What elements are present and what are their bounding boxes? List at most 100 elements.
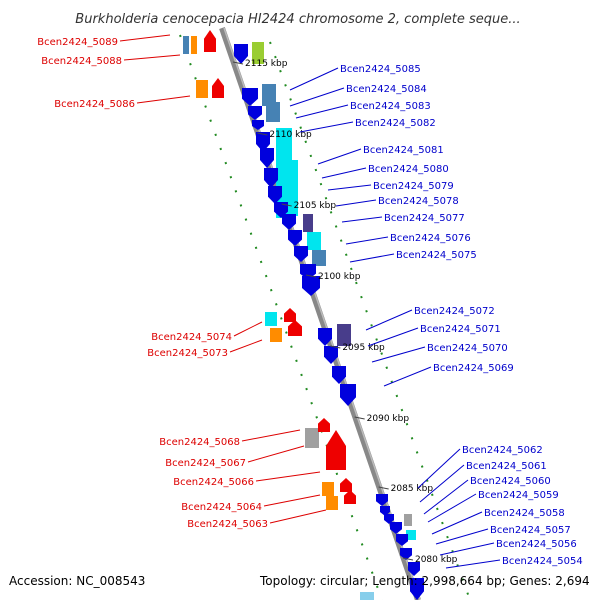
gene-label-Bcen2424_5076[interactable]: Bcen2424_5076 — [390, 233, 471, 244]
gene-label-Bcen2424_5054[interactable]: Bcen2424_5054 — [502, 556, 583, 567]
leader-line — [289, 67, 339, 91]
cog-block — [265, 312, 277, 326]
leader-line — [119, 34, 171, 42]
leader-line — [255, 471, 321, 482]
leader-line — [427, 493, 477, 523]
gene-label-Bcen2424_5074[interactable]: Bcen2424_5074 — [151, 332, 232, 343]
gene-label-Bcen2424_5070[interactable]: Bcen2424_5070 — [427, 343, 508, 354]
reverse-gene-arrow — [408, 562, 420, 576]
reverse-gene-arrow — [318, 328, 332, 346]
gene-label-Bcen2424_5059[interactable]: Bcen2424_5059 — [478, 490, 559, 501]
cog-block — [252, 42, 264, 64]
leader-line — [233, 321, 263, 337]
gene-label-Bcen2424_5056[interactable]: Bcen2424_5056 — [496, 539, 577, 550]
gene-label-Bcen2424_5072[interactable]: Bcen2424_5072 — [414, 306, 495, 317]
cog-block — [326, 496, 338, 510]
cog-block — [266, 102, 280, 122]
gene-label-Bcen2424_5068[interactable]: Bcen2424_5068 — [159, 437, 240, 448]
leader-line — [417, 448, 461, 489]
leader-line — [383, 366, 432, 387]
reverse-gene-arrow — [248, 106, 262, 120]
leader-line — [345, 236, 389, 245]
gene-label-Bcen2424_5079[interactable]: Bcen2424_5079 — [373, 181, 454, 192]
kbp-label: 2100 kbp — [318, 272, 361, 282]
leader-line — [295, 104, 349, 119]
kbp-label: 2085 kbp — [391, 484, 434, 494]
leader-line — [439, 542, 495, 556]
kbp-tick — [305, 274, 317, 278]
gene-label-Bcen2424_5080[interactable]: Bcen2424_5080 — [368, 164, 449, 175]
gene-label-Bcen2424_5078[interactable]: Bcen2424_5078 — [378, 196, 459, 207]
cog-block — [406, 530, 416, 540]
leader-line — [123, 54, 181, 61]
leader-line — [241, 429, 301, 442]
gene-label-Bcen2424_5083[interactable]: Bcen2424_5083 — [350, 101, 431, 112]
gene-label-Bcen2424_5069[interactable]: Bcen2424_5069 — [433, 363, 514, 374]
gene-label-Bcen2424_5081[interactable]: Bcen2424_5081 — [363, 145, 444, 156]
gene-label-Bcen2424_5073[interactable]: Bcen2424_5073 — [147, 348, 228, 359]
cog-block — [312, 250, 326, 266]
gene-label-Bcen2424_5063[interactable]: Bcen2424_5063 — [187, 519, 268, 530]
leader-line — [327, 184, 372, 191]
reverse-gene-arrow — [324, 346, 338, 364]
gene-label-Bcen2424_5082[interactable]: Bcen2424_5082 — [355, 118, 436, 129]
gene-label-Bcen2424_5086[interactable]: Bcen2424_5086 — [54, 99, 135, 110]
reverse-gene-arrow — [260, 148, 274, 168]
gene-label-Bcen2424_5067[interactable]: Bcen2424_5067 — [165, 458, 246, 469]
kbp-label: 2080 kbp — [415, 555, 458, 565]
cog-block — [360, 592, 374, 600]
kbp-tick — [378, 486, 389, 490]
reverse-gene-arrow — [282, 214, 296, 230]
kbp-tick — [402, 557, 414, 561]
reverse-gene-arrow — [396, 534, 408, 546]
leader-line — [247, 445, 305, 463]
cog-block — [183, 36, 189, 54]
kbp-tick — [281, 203, 292, 207]
gene-label-Bcen2424_5088[interactable]: Bcen2424_5088 — [41, 56, 122, 67]
gene-label-Bcen2424_5084[interactable]: Bcen2424_5084 — [346, 84, 427, 95]
cog-block — [270, 328, 282, 342]
leader-line — [136, 95, 191, 104]
kbp-tick — [232, 61, 244, 65]
gene-label-Bcen2424_5089[interactable]: Bcen2424_5089 — [37, 37, 118, 48]
kbp-tick — [257, 132, 268, 136]
leader-line — [365, 309, 413, 331]
leader-line — [317, 148, 362, 165]
leader-line — [229, 339, 263, 353]
leader-line — [423, 479, 469, 515]
kbp-label: 2095 kbp — [342, 343, 385, 353]
gene-label-Bcen2424_5058[interactable]: Bcen2424_5058 — [484, 508, 565, 519]
reverse-gene-arrow — [390, 522, 402, 534]
leader-line — [349, 253, 395, 263]
cog-block — [191, 36, 197, 54]
reverse-gene-arrow — [410, 578, 424, 600]
gene-label-Bcen2424_5060[interactable]: Bcen2424_5060 — [470, 476, 551, 487]
gene-label-Bcen2424_5075[interactable]: Bcen2424_5075 — [396, 250, 477, 261]
kbp-label: 2090 kbp — [367, 414, 410, 424]
cog-block — [196, 80, 208, 98]
leader-line — [321, 167, 367, 179]
forward-gene-arrow — [212, 78, 224, 98]
leader-line — [367, 327, 419, 347]
reverse-gene-arrow — [242, 88, 258, 106]
kbp-tick — [354, 416, 365, 420]
gene-label-Bcen2424_5062[interactable]: Bcen2424_5062 — [462, 445, 543, 456]
gene-labels: Bcen2424_5089Bcen2424_5088Bcen2424_5086B… — [37, 34, 583, 569]
gene-label-Bcen2424_5061[interactable]: Bcen2424_5061 — [466, 461, 547, 472]
dotted-guides — [179, 34, 471, 600]
gene-label-Bcen2424_5071[interactable]: Bcen2424_5071 — [420, 324, 501, 335]
cog-block — [404, 514, 412, 526]
map-title: Burkholderia cenocepacia HI2424 chromoso… — [75, 12, 520, 27]
gene-label-Bcen2424_5057[interactable]: Bcen2424_5057 — [490, 525, 571, 536]
reverse-gene-arrow — [340, 384, 356, 406]
cog-block — [262, 84, 276, 106]
leader-line — [419, 464, 465, 503]
reverse-gene-arrow — [380, 506, 390, 516]
reverse-gene-arrow — [288, 230, 302, 246]
gene-arrows — [204, 30, 424, 600]
gene-label-Bcen2424_5085[interactable]: Bcen2424_5085 — [340, 64, 421, 75]
gene-label-Bcen2424_5066[interactable]: Bcen2424_5066 — [173, 477, 254, 488]
cog-block — [337, 324, 351, 346]
gene-label-Bcen2424_5064[interactable]: Bcen2424_5064 — [181, 502, 262, 513]
gene-label-Bcen2424_5077[interactable]: Bcen2424_5077 — [384, 213, 465, 224]
